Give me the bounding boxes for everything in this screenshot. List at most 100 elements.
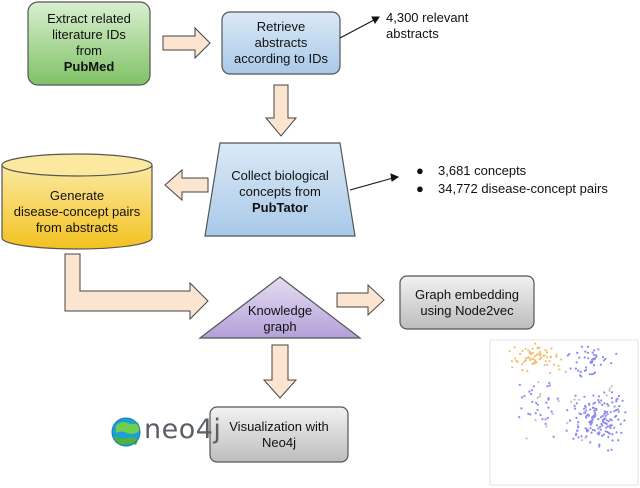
scatter-point: [540, 356, 543, 359]
scatter-point: [523, 394, 526, 398]
scatter-point: [526, 370, 529, 373]
scatter-point: [601, 414, 604, 418]
knowledge-line2: graph: [263, 319, 297, 334]
scatter-point: [558, 368, 561, 371]
scatter-point: [544, 418, 547, 421]
scatter-point: [613, 405, 616, 408]
scatter-point: [531, 400, 534, 403]
scatter-point: [579, 370, 582, 374]
scatter-point: [519, 352, 522, 356]
scatter-point: [610, 362, 613, 365]
scatter-point: [585, 416, 588, 419]
arrowhead-retrieve-note: [371, 16, 380, 24]
pubtator-trapezoid: [204, 142, 356, 237]
scatter-point: [615, 431, 618, 434]
embedding-box: [399, 275, 535, 330]
scatter-point: [605, 426, 608, 429]
scatter-point: [533, 361, 536, 364]
scatter-point: [599, 416, 603, 419]
scatter-point: [525, 437, 528, 440]
concepts-note-list: ●3,681 concepts ●34,772 disease-concept …: [416, 162, 608, 198]
generate-line1: Generate: [49, 188, 105, 203]
scatter-point: [591, 417, 594, 420]
scatter-point: [615, 352, 618, 355]
scatter-point: [513, 346, 516, 349]
knowledge-label: Knowledge graph: [230, 303, 330, 335]
scatter-point: [602, 359, 606, 362]
scatter-point: [582, 407, 586, 410]
scatter-point: [548, 381, 551, 385]
scatter-point: [587, 429, 590, 432]
scatter-point: [606, 410, 609, 413]
scatter-point: [621, 399, 624, 402]
scatter-point: [608, 387, 611, 390]
scatter-point: [588, 420, 591, 424]
scatter-point: [537, 352, 540, 355]
scatter-point: [617, 418, 620, 421]
scatter-point: [575, 402, 578, 405]
scatter-point: [608, 432, 611, 435]
scatter-point: [617, 439, 620, 442]
scatter-point: [601, 403, 604, 407]
scatter-point: [617, 410, 620, 413]
scatter-point: [533, 355, 537, 358]
scatter-point: [584, 427, 587, 430]
scatter-point: [529, 358, 532, 362]
scatter-point: [524, 347, 527, 350]
scatter-point: [611, 439, 614, 442]
scatter-point: [591, 421, 594, 424]
scatter-point: [518, 416, 521, 419]
embedding-line2: using Node2vec: [420, 303, 514, 318]
scatter-point: [578, 398, 581, 401]
abstracts-note-line1: 4,300 relevant: [386, 10, 469, 25]
scatter-point: [609, 411, 612, 414]
scatter-point: [545, 425, 548, 428]
scatter-point: [589, 408, 592, 411]
scatter-point: [615, 400, 618, 403]
scatter-point: [592, 353, 596, 356]
scatter-point: [588, 373, 591, 376]
scatter-point: [530, 392, 533, 396]
pubtator-bold: PubTator: [251, 200, 309, 215]
scatter-point: [531, 363, 534, 366]
scatter-point: [623, 419, 626, 422]
pubmed-line1: Extract related: [47, 11, 131, 26]
retrieve-line2: abstracts: [254, 35, 308, 50]
generate-line2: disease-concept pairs: [13, 204, 141, 219]
scatter-point: [549, 372, 552, 375]
arrow-pubmed-to-retrieve: [162, 26, 211, 60]
scatter-point: [574, 407, 577, 410]
scatter-point: [616, 408, 620, 411]
scatter-point: [615, 414, 618, 417]
scatter-point: [597, 395, 601, 398]
scatter-point: [584, 436, 587, 440]
abstracts-note-line2: abstracts: [386, 26, 439, 41]
scatter-point: [524, 357, 527, 360]
scatter-point: [594, 401, 597, 404]
scatter-point: [556, 397, 559, 400]
scatter-point: [549, 356, 552, 359]
scatter-point: [537, 381, 540, 384]
scatter-point: [611, 401, 614, 404]
scatter-point: [521, 349, 524, 352]
scatter-point: [580, 439, 584, 442]
scatter-point: [547, 406, 550, 409]
embedding-line1: Graph embedding: [414, 287, 520, 302]
scatter-point: [539, 350, 542, 353]
scatter-point: [551, 412, 554, 415]
pubmed-label: Extract related literature IDs from PubM…: [28, 11, 150, 75]
scatter-point: [569, 419, 572, 422]
scatter-point: [550, 410, 553, 413]
retrieve-label: Retrieve abstracts according to IDs: [222, 19, 340, 67]
scatter-point: [552, 435, 555, 438]
scatter-point: [598, 431, 601, 434]
scatter-point: [521, 362, 524, 366]
pubmed-line3: from: [76, 43, 102, 58]
scatter-point: [534, 412, 537, 415]
scatter-point: [616, 397, 619, 400]
arrow-knowledge-to-embedding: [336, 283, 385, 317]
pubmed-box: [27, 1, 151, 86]
scatter-point: [531, 357, 535, 360]
scatter-point: [555, 355, 558, 358]
